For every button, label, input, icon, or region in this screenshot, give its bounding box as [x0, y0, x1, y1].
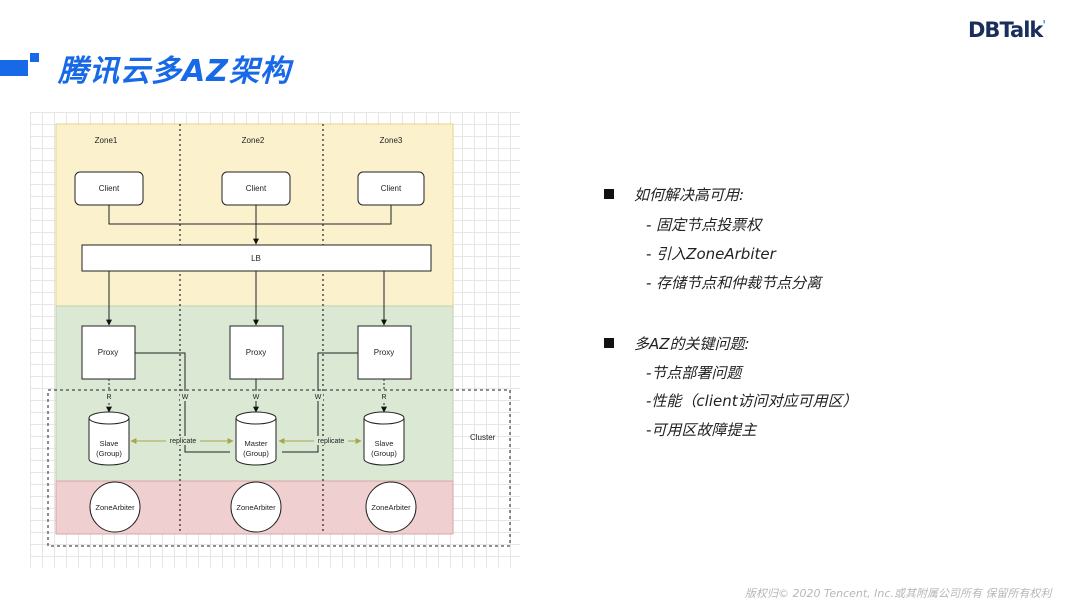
dbtalk-logo: DBTalk'	[968, 18, 1046, 42]
proxy-node-3	[357, 325, 412, 380]
title-accent-dot	[30, 53, 39, 62]
zone-arbiter-2	[230, 481, 282, 533]
replicate-label-2: replicate	[318, 438, 345, 445]
client-label-1: Client	[99, 184, 120, 193]
list-item: -性能（client访问对应可用区）	[646, 392, 858, 410]
write-label-2: W	[253, 394, 260, 401]
zone-label-3: Zone3	[380, 136, 403, 145]
zone-arbiter-3	[365, 481, 417, 533]
write-label-3: W	[315, 394, 322, 401]
read-label-1: R	[106, 394, 111, 401]
square-bullet-icon	[604, 189, 614, 199]
proxy-label-3: Proxy	[374, 348, 394, 357]
zone-arbiter-label-1: ZoneArbiter	[95, 503, 135, 512]
proxy-node-1	[81, 325, 136, 380]
cluster-label: Cluster	[470, 433, 496, 442]
slave-db-1	[88, 411, 130, 466]
bullet-heading-1: 如何解决高可用:	[604, 184, 744, 205]
client-lb-connector	[108, 205, 392, 225]
master-label-b: (Group)	[243, 449, 269, 458]
zone-arbiter-label-3: ZoneArbiter	[371, 503, 411, 512]
slave-db-3	[363, 411, 405, 466]
slave-label-1a: Slave	[100, 439, 119, 448]
zone-arbiter-label-2: ZoneArbiter	[236, 503, 276, 512]
lb-node	[81, 244, 432, 272]
section1-heading: 如何解决高可用:	[634, 186, 745, 204]
slave-label-1b: (Group)	[96, 449, 122, 458]
proxy-label-2: Proxy	[246, 348, 266, 357]
write-path-1	[135, 352, 230, 453]
write-label-1: W	[182, 394, 189, 401]
proxy-node-2	[229, 325, 284, 380]
copyright-footer: 版权归© 2020 Tencent, Inc.或其附属公司所有 保留所有权利	[745, 587, 1052, 600]
write-path-3	[282, 352, 358, 453]
logo-text: DBTalk	[968, 18, 1043, 42]
list-item: - 存储节点和仲裁节点分离	[646, 274, 822, 292]
list-item: -节点部署问题	[646, 364, 742, 382]
replicate-label-bg-2	[314, 436, 348, 445]
section2-heading: 多AZ的关键问题:	[634, 335, 750, 353]
replicate-label-1: replicate	[170, 438, 197, 445]
architecture-diagram: Cluster Zone1 Zone2 Zone3 Client Client …	[30, 112, 520, 568]
master-label-a: Master	[245, 439, 268, 448]
zone-label-2: Zone2	[242, 136, 265, 145]
page-title: 腾讯云多AZ架构	[58, 54, 291, 89]
client-label-3: Client	[381, 184, 402, 193]
logo-tick: '	[1042, 18, 1046, 32]
proxy-label-1: Proxy	[98, 348, 118, 357]
diagram-svg: Cluster Zone1 Zone2 Zone3 Client Client …	[47, 123, 511, 547]
square-bullet-icon	[604, 338, 614, 348]
master-db	[235, 411, 277, 466]
read-label-bg-3	[379, 391, 388, 401]
replicate-label-bg-1	[166, 436, 200, 445]
slave-label-3b: (Group)	[371, 449, 397, 458]
zone-label-1: Zone1	[95, 136, 118, 145]
read-label-3: R	[381, 394, 386, 401]
lb-label: LB	[251, 254, 261, 263]
list-item: -可用区故障提主	[646, 421, 757, 439]
zone-yellow-band	[55, 123, 454, 307]
client-label-2: Client	[246, 184, 267, 193]
cluster-boundary	[47, 389, 511, 547]
write-label-bg-1	[180, 391, 190, 401]
read-label-bg-1	[104, 391, 113, 401]
slave-label-3a: Slave	[375, 439, 394, 448]
write-label-bg-2	[251, 391, 261, 401]
title-accent-block	[0, 60, 28, 76]
bullet-heading-2: 多AZ的关键问题:	[604, 333, 750, 354]
list-item: - 固定节点投票权	[646, 216, 762, 234]
write-label-bg-3	[313, 391, 323, 401]
zone-arbiter-1	[89, 481, 141, 533]
list-item: - 引入ZoneArbiter	[646, 245, 776, 263]
